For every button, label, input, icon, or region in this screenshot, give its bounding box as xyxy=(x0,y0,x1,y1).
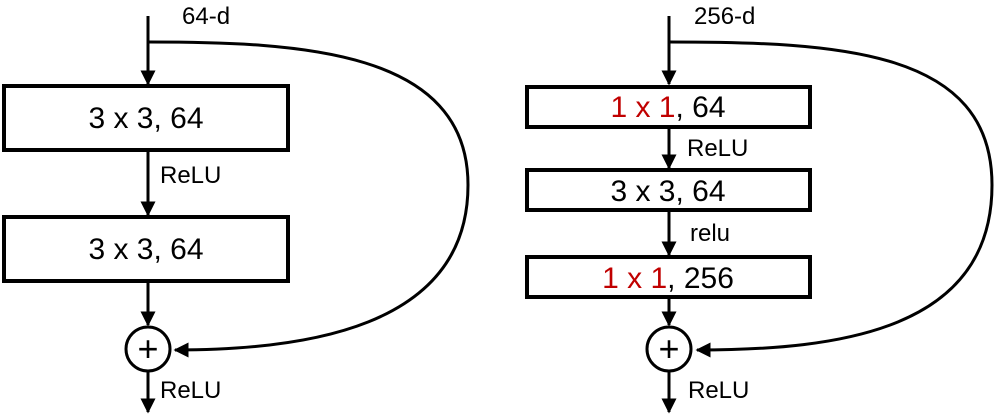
right-conv3-kernel: 1 x 1 xyxy=(602,262,667,295)
left-conv2-box xyxy=(2,215,290,283)
right-output-relu-label: ReLU xyxy=(688,377,749,404)
right-conv2-label: 3 x 3, 64 xyxy=(610,175,725,208)
left-sum-symbol: + xyxy=(137,328,158,369)
right-conv2-box xyxy=(525,168,812,212)
right-relu-1-label: ReLU xyxy=(687,135,748,162)
left-skip-connection xyxy=(147,40,470,358)
right-conv3-rest: , 256 xyxy=(667,262,734,295)
left-residual-block: 64-d 3 x 3, 64 ReLU 3 x 3, 64 + ReLU xyxy=(2,3,470,414)
left-conv2-label: 3 x 3, 64 xyxy=(88,233,203,266)
right-skip-connection xyxy=(668,40,994,358)
right-input-label: 256-d xyxy=(694,3,755,30)
right-conv1-kernel: 1 x 1 xyxy=(610,91,675,124)
left-relu-1-label: ReLU xyxy=(160,162,221,189)
right-conv1-rest: , 64 xyxy=(676,91,726,124)
right-conv1-label: 1 x 1, 64 xyxy=(610,91,725,124)
left-input-label: 64-d xyxy=(182,3,230,30)
left-output-relu-label: ReLU xyxy=(160,377,221,404)
right-relu-2-label: relu xyxy=(690,220,730,247)
right-bottleneck-block: 256-d 1 x 1, 64 ReLU 3 x 3, 64 relu 1 x … xyxy=(525,3,994,414)
right-sum-symbol: + xyxy=(658,328,679,369)
left-conv1-label: 3 x 3, 64 xyxy=(88,102,203,135)
left-conv1-box xyxy=(2,84,290,152)
right-conv3-label: 1 x 1, 256 xyxy=(602,262,734,295)
